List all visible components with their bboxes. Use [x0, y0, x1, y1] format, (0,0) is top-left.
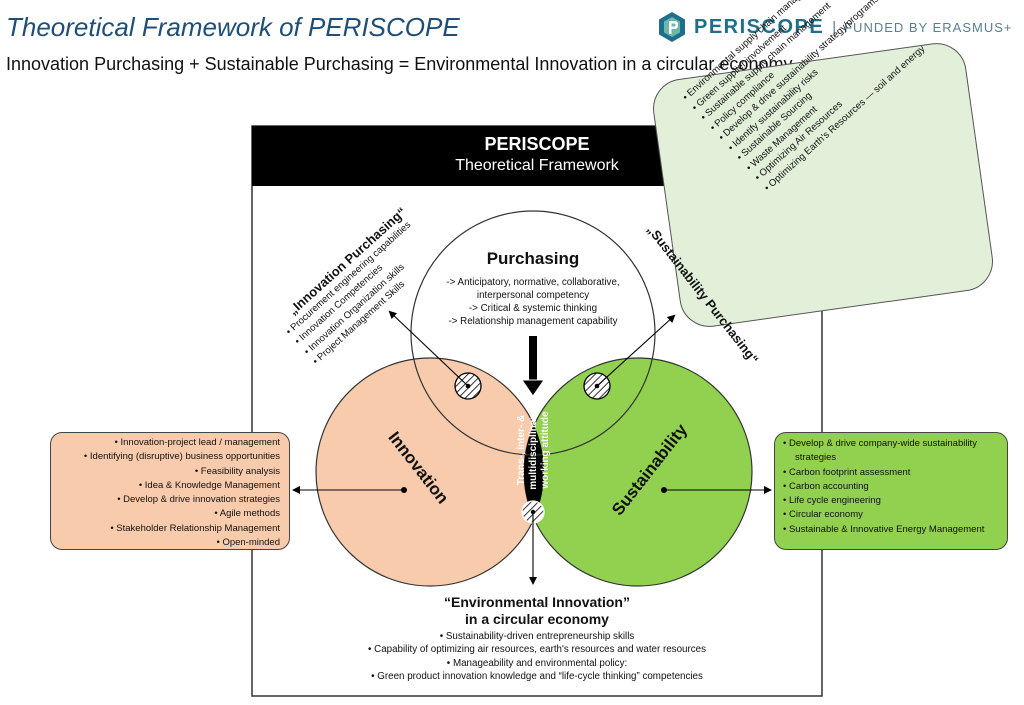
periscope-logo-icon — [659, 12, 685, 42]
page-title: Theoretical Framework of PERISCOPE — [6, 12, 460, 42]
framework-title: PERISCOPE — [484, 134, 590, 154]
purchasing-item: -> Relationship management capability — [448, 316, 618, 327]
purchasing-item: interpersonal competency — [476, 290, 590, 301]
environmental-innovation-list: Sustainability-driven entrepreneurship s… — [300, 630, 774, 683]
sustainability-skill-item: Life cycle engineering — [783, 494, 999, 508]
innovation-skill-item: Open-minded — [60, 536, 280, 550]
purchasing-item: -> Critical & systemic thinking — [468, 303, 598, 314]
innovation-skill-item: Stakeholder Relationship Management — [60, 522, 280, 536]
innovation-skill-item: Feasibility analysis — [60, 465, 280, 479]
page-subtitle: Innovation Purchasing + Sustainable Purc… — [6, 54, 793, 74]
purchasing-heading: Purchasing — [486, 249, 580, 268]
innovation-skills-box: Innovation-project lead / management Ide… — [50, 432, 290, 550]
sustainability-skill-item: Carbon accounting — [783, 480, 999, 494]
trans-line: multidisciplinary — [528, 410, 539, 490]
innovation-skill-item: Identifying (disruptive) business opport… — [60, 450, 280, 464]
innovation-skill-item: Develop & drive innovation strategies — [60, 493, 280, 507]
trans-disciplinary-label: Trans-, inter- & multidisciplinary worki… — [516, 395, 552, 505]
center-arrow-head — [521, 379, 545, 397]
trans-line: working attitude — [540, 411, 551, 489]
environmental-innovation-heading: “Environmental Innovation” in a circular… — [372, 594, 702, 628]
center-arrow-shaft — [529, 336, 537, 382]
environmental-innovation-item: Capability of optimizing air resources, … — [300, 643, 774, 656]
trans-line: Trans-, inter- & — [516, 414, 527, 486]
sustainability-skill-item: Sustainable & Innovative Energy Manageme… — [783, 523, 999, 537]
environmental-innovation-subtitle: in a circular economy — [465, 611, 609, 627]
sustainability-skill-item: Develop & drive company-wide sustainabil… — [783, 437, 999, 466]
environmental-innovation-item: Sustainability-driven entrepreneurship s… — [300, 630, 774, 643]
environmental-innovation-item: Green product innovation knowledge and “… — [300, 670, 774, 683]
environmental-innovation-title: “Environmental Innovation” — [444, 594, 630, 610]
innovation-skill-item: Innovation-project lead / management — [60, 436, 281, 450]
innovation-skill-item: Idea & Knowledge Management — [60, 479, 280, 493]
sustainability-skill-item: Carbon footprint assessment — [783, 466, 999, 480]
innovation-skill-item: Agile methods — [60, 507, 280, 521]
innovation-purchasing-arrow — [388, 310, 469, 387]
environmental-innovation-item: Manageability and environmental policy: — [300, 657, 774, 670]
sustainability-skill-item: Circular economy — [783, 508, 999, 522]
purchasing-list: -> Anticipatory, normative, collaborativ… — [420, 276, 646, 328]
sustainability-purchasing-arrow — [596, 314, 676, 387]
framework-subtitle: Theoretical Framework — [455, 157, 619, 174]
sustainability-skills-box: Develop & drive company-wide sustainabil… — [774, 432, 1008, 550]
purchasing-item: -> Anticipatory, normative, collaborativ… — [446, 277, 620, 288]
